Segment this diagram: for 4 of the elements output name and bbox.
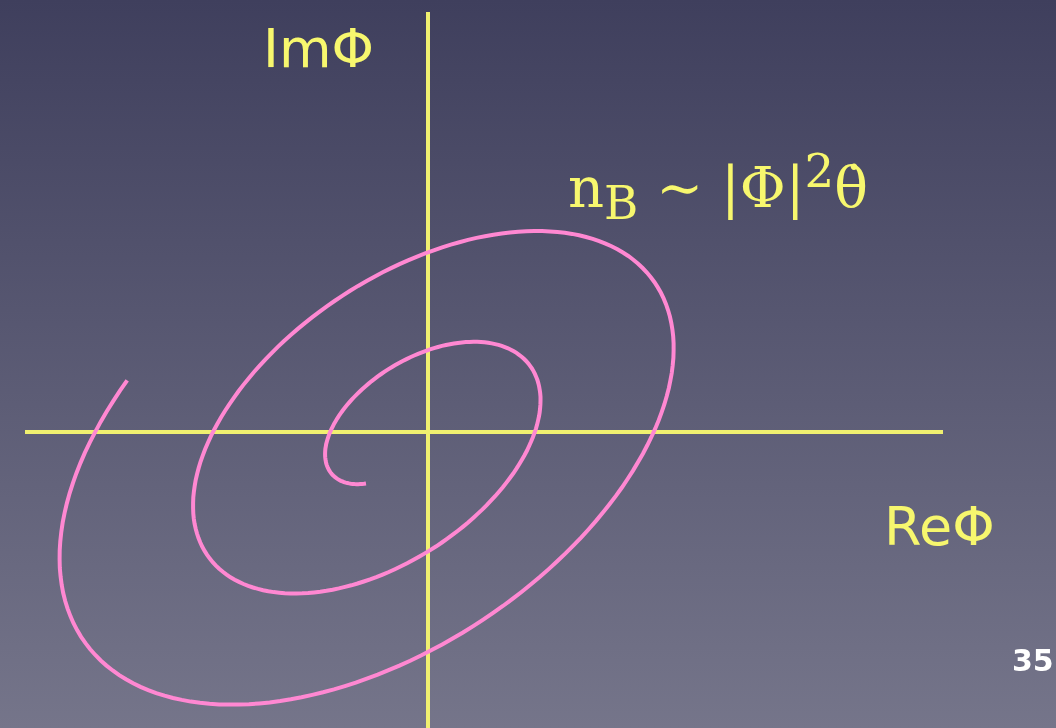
axis-label: ReΦ <box>884 500 995 554</box>
axis-label: ImΦ <box>263 22 375 76</box>
page-number: 35 <box>1012 646 1054 676</box>
formula: n$_{B}$ ∼ |Φ|$^{2}$θ̇ <box>568 148 868 227</box>
